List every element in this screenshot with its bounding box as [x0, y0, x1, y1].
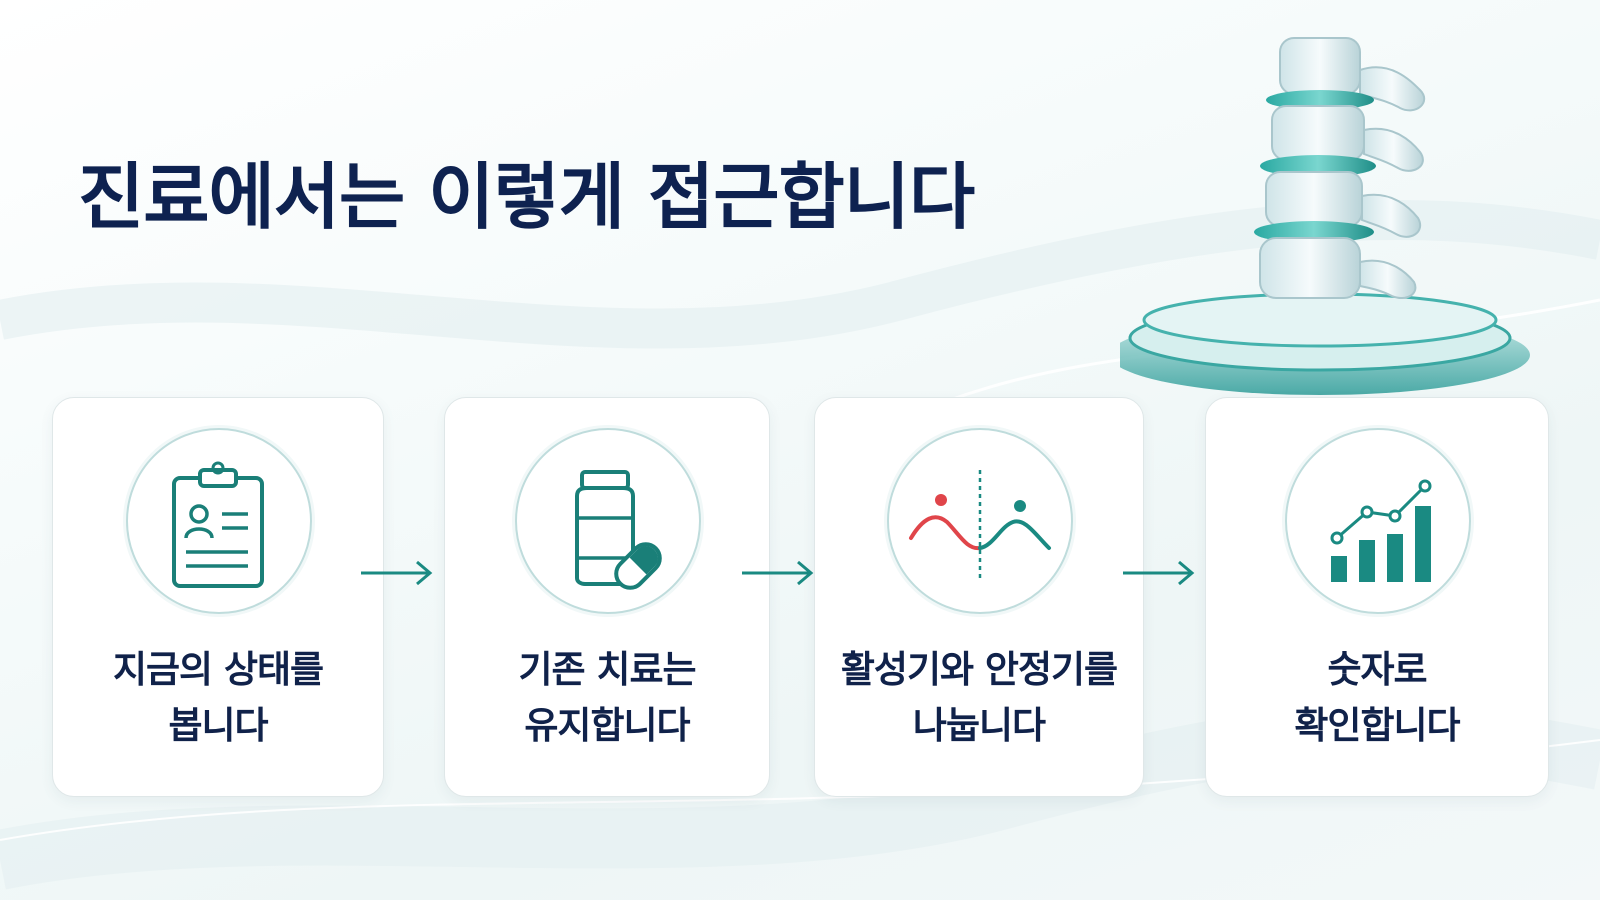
step-label: 숫자로 확인합니다 — [1206, 642, 1548, 754]
icon-circle — [887, 428, 1073, 614]
page-title: 진료에서는 이렇게 접근합니다 — [78, 155, 975, 239]
step-label-line2: 봅니다 — [168, 704, 268, 747]
spine-model-illustration — [1120, 37, 1530, 395]
step-label-line1: 숫자로 — [1327, 648, 1427, 691]
arrow-right-icon — [742, 560, 814, 586]
step-label-line1: 활성기와 안정기를 — [840, 648, 1118, 691]
step-label: 기존 치료는 유지합니다 — [445, 642, 769, 754]
step-label: 지금의 상태를 봅니다 — [53, 642, 383, 754]
medicine-bottle-pill-icon — [575, 470, 662, 590]
step-label-line2: 유지합니다 — [524, 704, 690, 747]
bar-chart-trend-icon — [1330, 479, 1432, 582]
step-card-3: 활성기와 안정기를 나눕니다 — [814, 397, 1144, 797]
step-label-line1: 지금의 상태를 — [112, 648, 324, 691]
icon-circle — [515, 428, 701, 614]
step-label-line2: 나눕니다 — [912, 704, 1046, 747]
phase-wave-icon — [909, 470, 1051, 580]
step-card-4: 숫자로 확인합니다 — [1205, 397, 1549, 797]
icon-circle — [1285, 428, 1471, 614]
step-card-2: 기존 치료는 유지합니다 — [444, 397, 770, 797]
clipboard-patient-icon — [172, 461, 264, 588]
step-label-line2: 확인합니다 — [1294, 704, 1460, 747]
arrow-right-icon — [361, 560, 433, 586]
arrow-right-icon — [1123, 560, 1195, 586]
step-card-1: 지금의 상태를 봅니다 — [52, 397, 384, 797]
step-label-line1: 기존 치료는 — [518, 648, 696, 691]
icon-circle — [126, 428, 312, 614]
step-label: 활성기와 안정기를 나눕니다 — [815, 642, 1143, 754]
